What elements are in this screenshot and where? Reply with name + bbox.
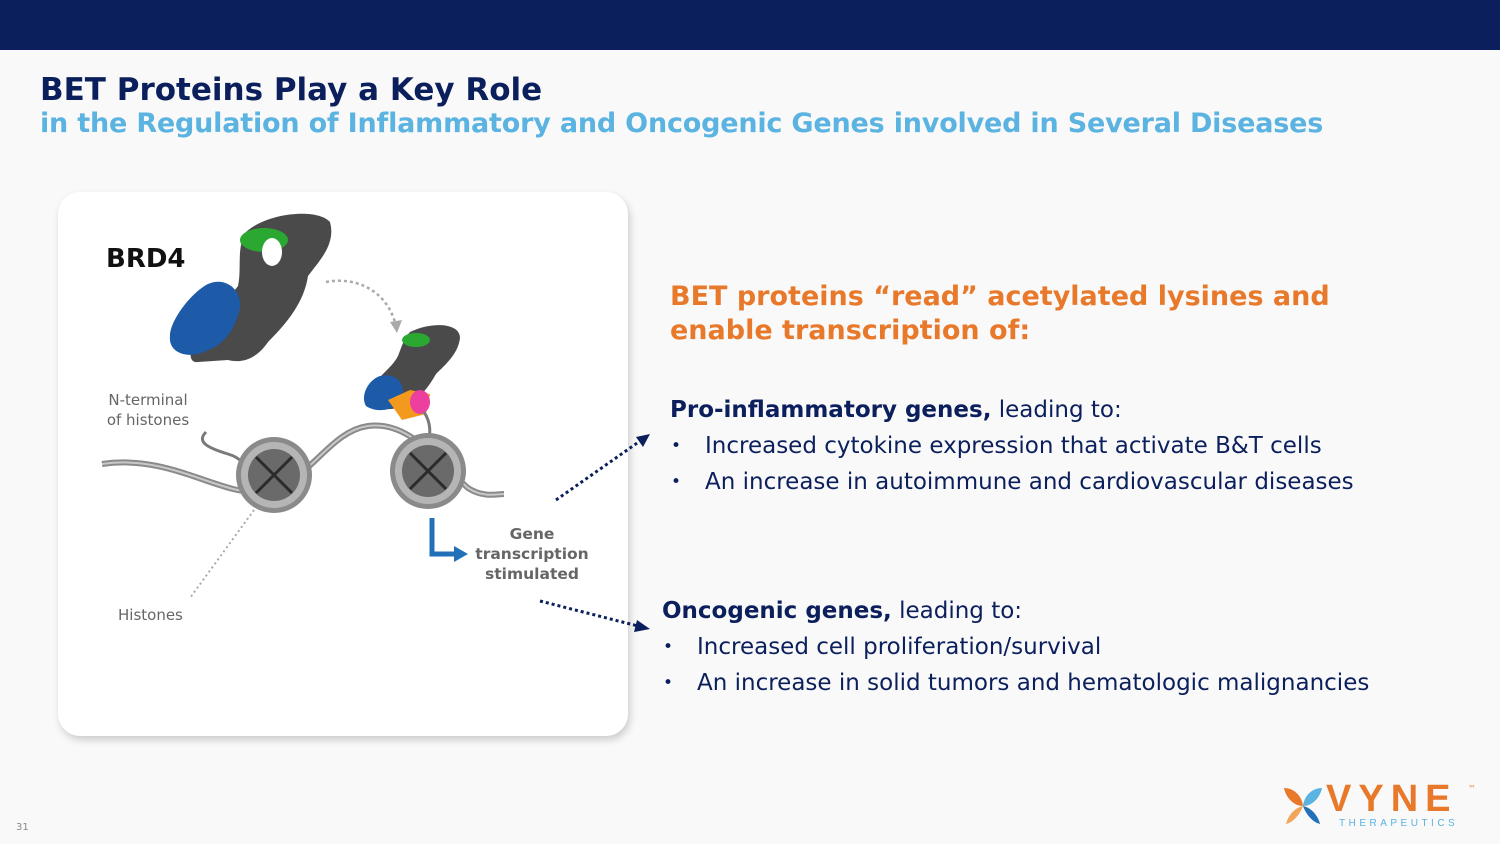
logo-trademark: ™ — [1468, 784, 1476, 793]
slide-subtitle: in the Regulation of Inflammatory and On… — [40, 108, 1324, 139]
section-heading-bold: Pro-inflammatory genes, — [670, 397, 992, 423]
arrow-to-inflammatory — [555, 439, 641, 502]
headline: BET proteins “read” acetylated lysines a… — [670, 281, 1330, 346]
bullet-icon: • — [671, 472, 682, 492]
logo-subtext: THERAPEUTICS — [1339, 818, 1459, 829]
brd4-label: BRD4 — [106, 244, 186, 274]
arrow-to-oncogenic — [539, 599, 639, 628]
slide-title: BET Proteins Play a Key Role — [40, 72, 543, 108]
nucleosome-2 — [390, 433, 466, 509]
list-item: • An increase in autoimmune and cardiovas… — [670, 464, 1354, 500]
brd4-diagram — [101, 213, 505, 599]
bullet-text: Increased cell proliferation/survival — [697, 634, 1102, 660]
transcription-arrow-icon — [429, 518, 468, 562]
section-heading: Pro-inflammatory genes, leading to: — [670, 392, 1354, 428]
bullet-text: An increase in solid tumors and hematolo… — [697, 670, 1370, 696]
bullet-icon: • — [663, 673, 674, 693]
logo-mark-icon — [1284, 788, 1322, 824]
diagram-card: BRD4 N-terminal of histones Histones Gen… — [58, 192, 628, 736]
list-item: • Increased cell proliferation/survival — [662, 629, 1369, 665]
brd4-protein-large — [169, 213, 332, 363]
bullet-icon: • — [671, 436, 682, 456]
section-heading-bold: Oncogenic genes, — [662, 598, 892, 624]
section-heading-rest: leading to: — [891, 598, 1023, 624]
bullet-list: • Increased cytokine expression that acti… — [670, 428, 1354, 500]
list-item: • Increased cytokine expression that acti… — [670, 428, 1354, 464]
bullet-text: An increase in autoimmune and cardiovasc… — [705, 469, 1354, 495]
section-oncogenic: Oncogenic genes, leading to: • Increased … — [662, 593, 1369, 701]
list-item: • An increase in solid tumors and hematol… — [662, 665, 1369, 701]
n-terminal-label: N-terminal of histones — [88, 390, 208, 430]
top-banner — [0, 0, 1500, 50]
page-number: 31 — [16, 822, 29, 833]
section-heading-rest: leading to: — [991, 397, 1122, 423]
section-heading: Oncogenic genes, leading to: — [662, 593, 1369, 629]
bullet-icon: • — [663, 637, 674, 657]
histones-label: Histones — [118, 606, 183, 624]
brd4-protein-bound — [363, 325, 460, 443]
bullet-text: Increased cytokine expression that activ… — [705, 433, 1322, 459]
n-terminal-label-text: N-terminal of histones — [106, 391, 190, 429]
gene-transcription-label: Gene transcription stimulated — [475, 525, 589, 583]
logo-wordmark: VYNE — [1326, 778, 1458, 820]
section-pro-inflammatory: Pro-inflammatory genes, leading to: • Inc… — [670, 392, 1354, 500]
bullet-list: • Increased cell proliferation/survival •… — [662, 629, 1369, 701]
histone-pointer — [189, 509, 255, 599]
nucleosome-1 — [236, 437, 312, 513]
vyne-logo: VYNE ™ THERAPEUTICS — [1282, 778, 1482, 832]
